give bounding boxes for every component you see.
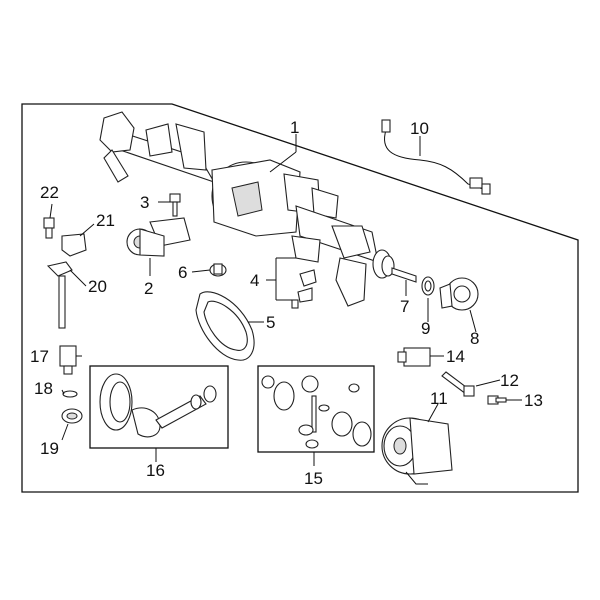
axle-housing[interactable] <box>99 111 395 307</box>
callout-17: 17 <box>30 347 49 366</box>
callout-5: 5 <box>266 313 275 332</box>
callout-11: 11 <box>430 389 448 408</box>
callout-9: 9 <box>421 319 430 338</box>
axle-shaft[interactable] <box>391 267 417 283</box>
sensor-12[interactable] <box>441 371 475 397</box>
leader-lines <box>49 134 522 466</box>
connector-14[interactable] <box>397 347 431 367</box>
bushing-bracket[interactable] <box>126 217 191 257</box>
callout-6: 6 <box>178 263 187 282</box>
bolt-3[interactable] <box>169 193 181 217</box>
callout-1: 1 <box>290 118 299 137</box>
diagram-frame <box>21 103 579 493</box>
axle-seal[interactable] <box>421 276 435 296</box>
hub-bearing[interactable] <box>439 277 479 311</box>
seal-19[interactable] <box>61 408 83 424</box>
callout-18: 18 <box>34 379 53 398</box>
cover-gasket[interactable] <box>195 291 255 361</box>
callout-16: 16 <box>146 461 165 480</box>
breather-cap[interactable] <box>209 263 227 277</box>
ring-and-pinion-gears[interactable] <box>99 373 217 438</box>
callout-2: 2 <box>144 279 153 298</box>
callout-8: 8 <box>470 329 479 348</box>
clips[interactable] <box>291 269 317 309</box>
bracket-21[interactable] <box>61 233 87 257</box>
callout-21: 21 <box>96 211 115 230</box>
diff-internals-box <box>257 365 375 453</box>
ring-pinion-box <box>89 365 229 449</box>
differential-locker[interactable] <box>381 417 453 485</box>
callout-13: 13 <box>524 391 543 410</box>
callout-19: 19 <box>40 439 59 458</box>
bolt-13[interactable] <box>487 395 507 405</box>
o-ring[interactable] <box>62 390 78 398</box>
actuator-17[interactable] <box>59 345 77 375</box>
callout-22: 22 <box>40 183 59 202</box>
shift-rod[interactable] <box>46 261 73 329</box>
callout-4: 4 <box>250 271 259 290</box>
callout-14: 14 <box>446 347 465 366</box>
callout-12: 12 <box>500 371 519 390</box>
differential-internals[interactable] <box>261 375 372 449</box>
callout-20: 20 <box>88 277 107 296</box>
callout-3: 3 <box>140 193 149 212</box>
callout-10: 10 <box>410 119 429 138</box>
bolt-22[interactable] <box>43 217 55 239</box>
callout-15: 15 <box>304 469 323 488</box>
abs-sensor-wire[interactable] <box>381 119 491 195</box>
callout-7: 7 <box>400 297 409 316</box>
